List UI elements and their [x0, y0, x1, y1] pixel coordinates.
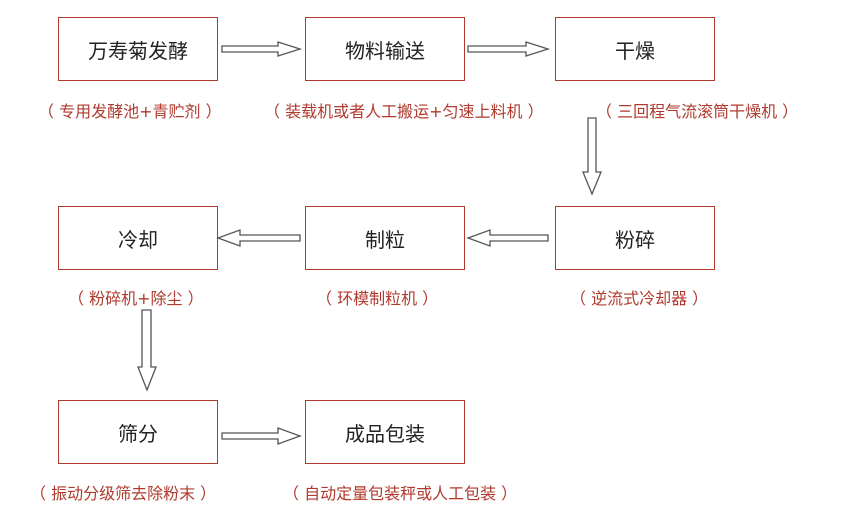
step-caption-screening: （ 振动分级筛去除粉末 ）: [30, 484, 217, 503]
arrow-left: [466, 229, 549, 247]
step-caption-pelleting: （ 环模制粒机 ）: [316, 289, 439, 308]
step-label: 成品包装: [345, 421, 425, 446]
arrow-down: [137, 309, 157, 392]
arrow-down: [582, 117, 602, 196]
step-label: 筛分: [118, 421, 158, 446]
arrow-right: [221, 427, 302, 445]
step-label: 物料输送: [345, 38, 425, 63]
step-caption-fermentation: （ 专用发酵池+青贮剂 ）: [38, 102, 222, 121]
step-label: 冷却: [118, 227, 158, 252]
step-label: 干燥: [615, 38, 655, 63]
step-box-pelleting: 制粒: [305, 206, 465, 270]
step-box-packaging: 成品包装: [305, 400, 465, 464]
step-label: 万寿菊发酵: [88, 38, 188, 63]
arrow-right: [467, 41, 551, 57]
arrow-right: [221, 41, 303, 57]
step-caption-drying: （ 三回程气流滚筒干燥机 ）: [596, 102, 799, 121]
step-box-drying: 干燥: [555, 17, 715, 81]
step-caption-packaging: （ 自动定量包装秤或人工包装 ）: [283, 484, 518, 503]
step-label: 制粒: [365, 227, 405, 252]
step-box-crushing: 粉碎: [555, 206, 715, 270]
arrow-left: [216, 229, 301, 247]
step-caption-material-conveying: （ 装载机或者人工搬运+匀速上料机 ）: [264, 102, 544, 121]
step-label: 粉碎: [615, 227, 655, 252]
step-box-screening: 筛分: [58, 400, 218, 464]
step-box-fermentation: 万寿菊发酵: [58, 17, 218, 81]
step-box-material-conveying: 物料输送: [305, 17, 465, 81]
step-caption-crushing: （ 逆流式冷却器 ）: [570, 289, 709, 308]
step-caption-cooling: （ 粉碎机+除尘 ）: [68, 289, 204, 308]
